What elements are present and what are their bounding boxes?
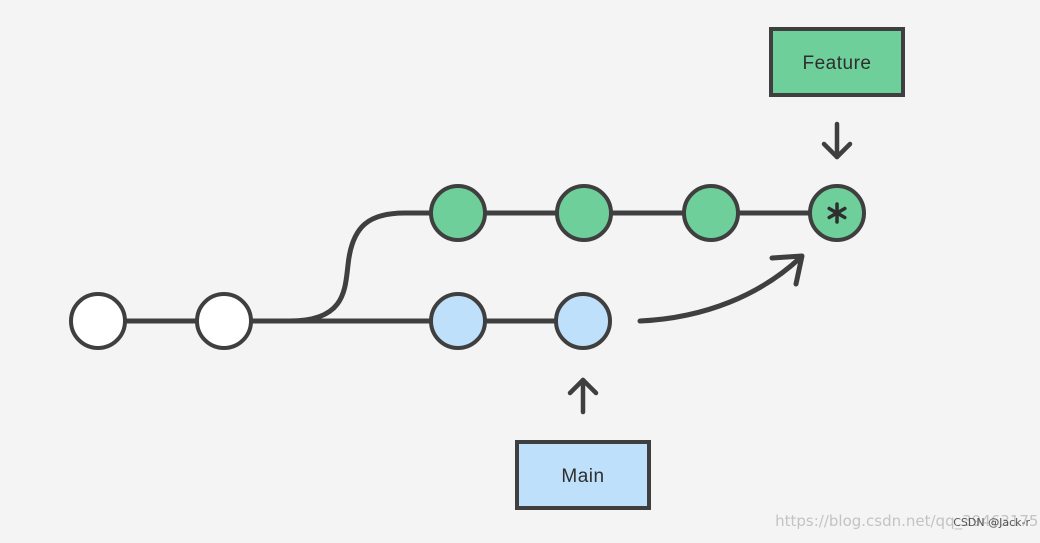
watermark-url: https://blog.csdn.net/qq_39463175: [775, 512, 1039, 530]
watermark: https://blog.csdn.net/qq_39463175 CSDN @…: [775, 512, 1038, 530]
merge-arrow-head: [769, 253, 805, 287]
commit-main-2: [554, 292, 612, 350]
commit-merge: [808, 184, 866, 242]
feature-label-box: [769, 27, 905, 97]
merge-arrow-curve: [637, 255, 803, 324]
asterisk-icon: [827, 202, 847, 224]
down-arrow-icon: [821, 121, 853, 160]
commit-feature-3: [682, 184, 740, 242]
branch-curve: [287, 210, 461, 324]
commit-base-2: [195, 292, 253, 350]
commit-base-1: [69, 292, 127, 350]
main-label-box: [515, 440, 651, 510]
up-arrow-icon: [567, 377, 599, 415]
main-label: Main: [561, 466, 604, 487]
feature-pointer: Feature: [769, 27, 905, 160]
commit-feature-1: [429, 184, 487, 242]
commit-main-1: [429, 292, 487, 350]
main-pointer: Main: [515, 377, 651, 510]
commit-feature-2: [555, 184, 613, 242]
watermark-csdn: CSDN @Jack-r: [953, 516, 1030, 529]
feature-label: Feature: [803, 53, 872, 74]
